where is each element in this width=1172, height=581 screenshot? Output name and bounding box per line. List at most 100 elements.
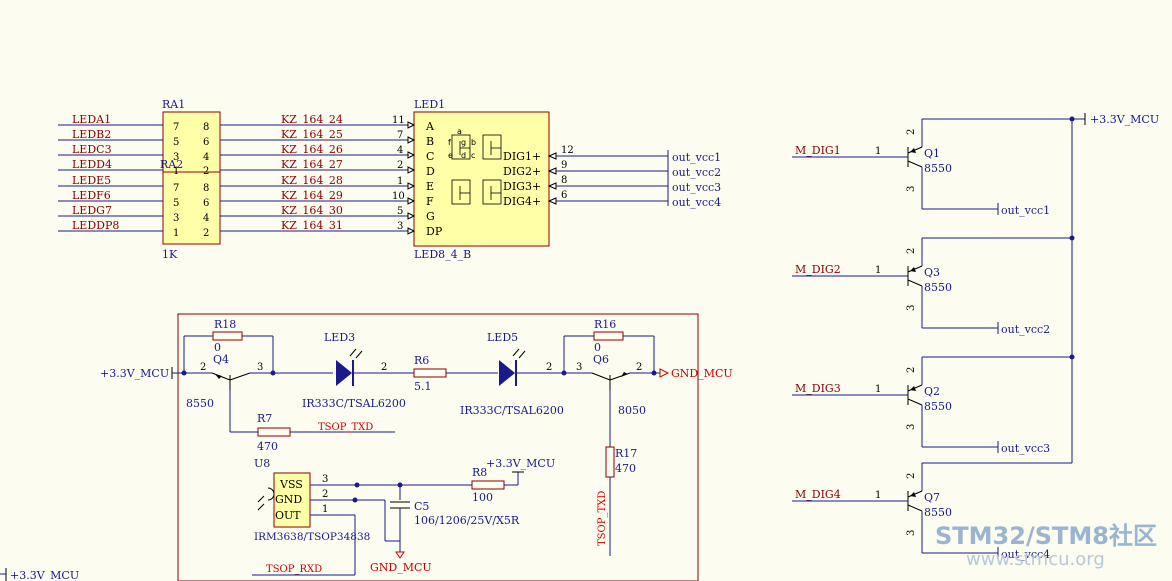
transistor-q4: Q4 2 3 8550 — [186, 353, 273, 410]
net-kz-27: KZ_164_27 — [281, 158, 343, 171]
ra2-pin: 4 — [203, 213, 209, 224]
vcc-mcu-label-bottom: +3.3V_MCU — [10, 569, 79, 581]
q4-pin: 2 — [200, 362, 206, 373]
led3-ref: LED3 — [324, 331, 355, 344]
net-m_dig4: M_DIG4 — [795, 488, 841, 501]
ra2-pin: 5 — [173, 198, 179, 209]
driver-value: 8550 — [924, 400, 952, 413]
led3-pin: 2 — [381, 362, 387, 373]
driver-ref: Q3 — [924, 266, 940, 279]
ra2-pin: 7 — [173, 183, 179, 194]
led-net-wires-left — [58, 124, 163, 232]
net-ledE5: LEDE5 — [72, 174, 111, 187]
driver-ref: Q7 — [924, 491, 940, 504]
net-tsop-rxd: TSOP_RXD — [266, 564, 322, 575]
ra1-pin: 5 — [173, 137, 179, 148]
r16-value: 0 — [594, 341, 601, 354]
led5-pin: 2 — [546, 362, 552, 373]
r6-value: 5.1 — [414, 380, 432, 393]
driver-collector-pin: 2 — [906, 473, 917, 479]
driver-emitter-pin: 3 — [906, 186, 917, 192]
ra1-pin: 7 — [173, 122, 179, 133]
ra1-pin: 8 — [203, 122, 209, 133]
ir-receiver-u8: U8 VSS GND OUT 3 2 1 IRM3638/TSOP34838 — [254, 457, 370, 543]
net-ledG7: LEDG7 — [72, 204, 112, 217]
q4-ref: Q4 — [213, 353, 229, 366]
led1-seg-name: G — [426, 210, 435, 223]
net-tsop-txd-vertical: TSOP_TXD — [597, 491, 608, 546]
net-out-vcc4: out_vcc4 — [672, 196, 721, 209]
vcc-mcu-label-right: +3.3V_MCU — [1090, 113, 1159, 126]
led1-seg-name: C — [426, 150, 434, 163]
led1-dig-name: DIG2+ — [503, 165, 541, 178]
q4-pin: 3 — [257, 362, 263, 373]
ra2-pin: 6 — [203, 198, 209, 209]
net-ledDP8: LEDDP8 — [72, 219, 119, 232]
net-ledB2: LEDB2 — [72, 128, 111, 141]
r18-ref: R18 — [214, 318, 236, 331]
led1-dig-name: DIG3+ — [503, 180, 541, 193]
u8-pin: 2 — [322, 489, 328, 500]
net-kz-24: KZ_164_24 — [281, 113, 343, 126]
led1-seg-pin: 3 — [397, 221, 403, 232]
ra2-pin: 3 — [173, 213, 179, 224]
net-out-vcc2: out_vcc2 — [672, 166, 721, 179]
net-kz-26: KZ_164_26 — [281, 143, 343, 156]
u8-pin: 3 — [322, 474, 328, 485]
driver-value: 8550 — [924, 281, 952, 294]
ra2-pin: 2 — [203, 228, 209, 239]
led1-seg-name: E — [426, 180, 434, 193]
driver-ref: Q2 — [924, 385, 940, 398]
driver-base-pin: 1 — [875, 265, 881, 276]
ir-led5: LED5 2 IR333C/TSAL6200 — [460, 331, 564, 417]
seg-letter-g: g — [461, 138, 466, 147]
led1-seg-pin: 10 — [392, 191, 405, 202]
u8-value: IRM3638/TSOP34838 — [254, 531, 370, 543]
vcc-mcu-label-ir: +3.3V_MCU — [100, 367, 169, 380]
led1-seg-pin: 7 — [397, 130, 403, 141]
ra2-ref: RA2 — [160, 158, 183, 171]
net-tsop-txd: TSOP_TXD — [318, 422, 373, 433]
net-kz-25: KZ_164_25 — [281, 128, 343, 141]
ra2-pin: 8 — [203, 183, 209, 194]
seg-letter-f: f — [448, 138, 451, 147]
led1-seg-pin: 11 — [392, 115, 405, 126]
net-m_dig1: M_DIG1 — [795, 144, 841, 157]
driver-collector-pin: 2 — [906, 129, 917, 135]
seg-letter-a: a — [457, 127, 462, 136]
ra2-pin: 1 — [173, 228, 179, 239]
led1-ref: LED1 — [414, 98, 445, 111]
r7-value: 470 — [257, 440, 278, 453]
kz-net-wires — [220, 124, 408, 232]
driver-base-pin: 1 — [875, 490, 881, 501]
led1-seg-name: F — [426, 195, 434, 208]
led1-dig-name: DIG1+ — [503, 150, 541, 163]
watermark-url: www.stmcu.org — [966, 549, 1105, 570]
ra1-pin: 1 — [173, 166, 179, 177]
driver-emitter-pin: 3 — [906, 305, 917, 311]
r8-ref: R8 — [472, 466, 487, 479]
seg-letter-c: c — [471, 151, 475, 160]
net-kz-28: KZ_164_28 — [281, 174, 343, 187]
driver-value: 8550 — [924, 506, 952, 519]
led1-dig-pin: 12 — [561, 145, 574, 156]
led1-display: LED1 LED8_4_B 11 7 4 2 1 10 5 3 A B C D … — [392, 98, 721, 261]
q6-value: 8050 — [618, 404, 646, 417]
driver-value: 8550 — [924, 162, 952, 175]
seven-seg-icon: a f g b e d c — [448, 127, 502, 205]
ir-section: +3.3V_MCU R18 0 Q4 2 3 8550 — [0, 313, 733, 581]
net-out-vcc1: out_vcc1 — [1001, 204, 1050, 217]
led3-value: IR333C/TSAL6200 — [302, 397, 406, 410]
driver-collector-pin: 2 — [906, 248, 917, 254]
led1-seg-name: DP — [426, 225, 443, 238]
led1-seg-pin: 5 — [397, 206, 403, 217]
r16-ref: R16 — [594, 318, 616, 331]
ra1-pin: 2 — [203, 166, 209, 177]
led1-value: LED8_4_B — [414, 248, 471, 261]
r17-ref: R17 — [615, 447, 637, 460]
r8-value: 100 — [472, 491, 493, 504]
ra1-ref: RA1 — [162, 98, 185, 111]
led1-dig-pin: 8 — [561, 175, 567, 186]
